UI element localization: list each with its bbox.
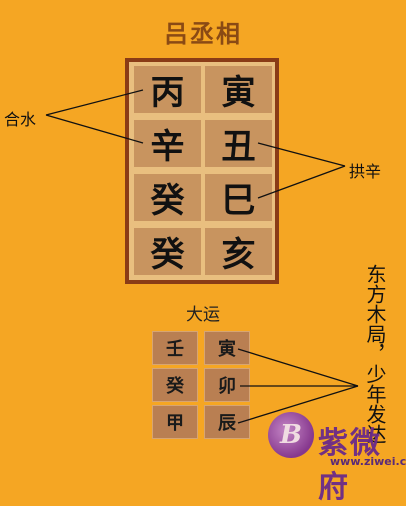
diagram-title: 吕丞相 — [164, 19, 242, 48]
dayun-title: 大运 — [186, 305, 220, 325]
bazi-cell-stem-month: 辛 — [134, 120, 201, 167]
annotation-vertical-note: 东方木局，少年发达 — [363, 264, 387, 444]
connector-dayun-yin — [237, 348, 359, 387]
connector-right-to-chou — [257, 142, 346, 167]
connector-left-to-xin — [45, 114, 144, 144]
bazi-chart-inner: 丙 寅 辛 丑 癸 巳 癸 亥 — [129, 62, 275, 280]
watermark-url: www.ziwei.com — [330, 455, 406, 468]
watermark-logo: B — [268, 412, 314, 458]
connector-left-to-bing — [45, 89, 144, 116]
dayun-cell-stem-2: 癸 — [152, 368, 198, 402]
connector-right-to-si — [257, 165, 346, 199]
bazi-cell-stem-hour: 癸 — [134, 228, 201, 275]
connector-lines — [45, 89, 359, 424]
watermark-logo-letter: B — [280, 420, 302, 450]
bazi-cell-branch-year: 寅 — [205, 66, 272, 113]
bazi-chart: 丙 寅 辛 丑 癸 巳 癸 亥 — [125, 58, 279, 284]
bazi-cell-stem-day: 癸 — [134, 174, 201, 221]
dayun-cell-branch-2: 卯 — [204, 368, 250, 402]
bazi-cell-branch-hour: 亥 — [205, 228, 272, 275]
bazi-cell-branch-day: 巳 — [205, 174, 272, 221]
dayun-cell-stem-3: 甲 — [152, 405, 198, 439]
dayun-cell-branch-3: 辰 — [204, 405, 250, 439]
connector-dayun-chen — [237, 385, 359, 424]
bazi-cell-stem-year: 丙 — [134, 66, 201, 113]
annotation-left-label: 合水 — [4, 110, 37, 129]
dayun-cell-stem-1: 壬 — [152, 331, 198, 365]
dayun-cell-branch-1: 寅 — [204, 331, 250, 365]
annotation-right-label: 拱辛 — [349, 162, 382, 181]
